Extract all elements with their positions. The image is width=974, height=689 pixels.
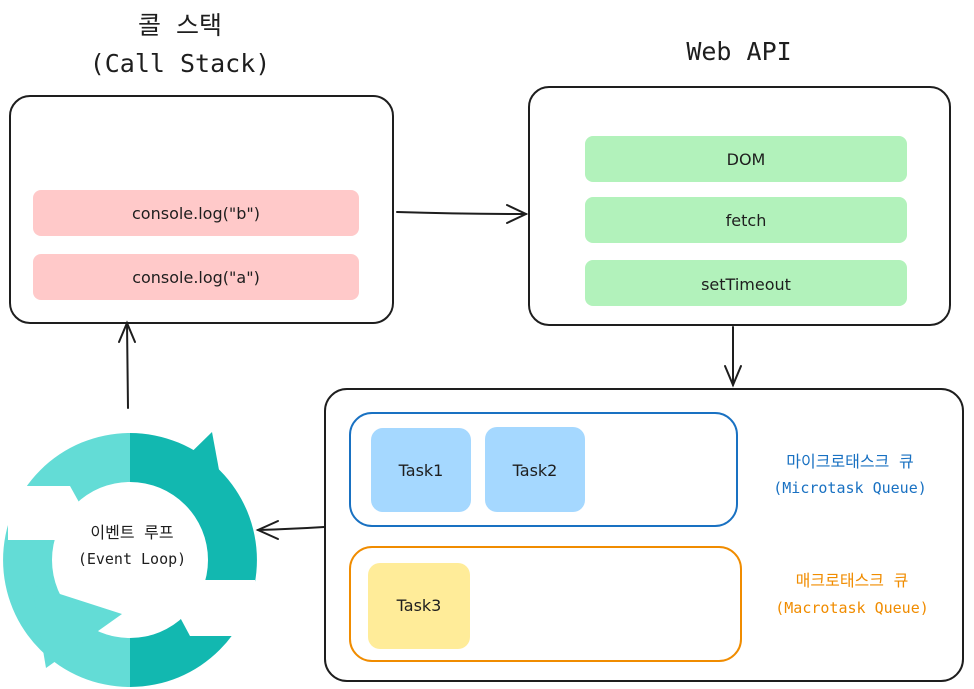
event-loop-cycle-icon: [3, 432, 257, 687]
arrow-queues-to-eventloop: [255, 520, 325, 540]
microtask-queue-box: [349, 412, 738, 527]
event-loop-label-ko: 이벤트 루프: [90, 523, 173, 542]
web-api-item-settimeout: [585, 260, 907, 306]
arrow-callstack-to-webapi: [396, 204, 529, 224]
macrotask-item-task3-label: Task3: [396, 596, 442, 615]
macrotask-item-task3: [368, 563, 470, 649]
microtask-queue-label-ko: 마이크로태스크 큐: [786, 452, 913, 471]
arrow-webapi-to-queues: [724, 326, 742, 388]
event-loop-label-en: (Event Loop): [78, 550, 186, 568]
microtask-item-task1: [371, 428, 471, 512]
call-stack-item-a: [33, 254, 359, 300]
microtask-item-task2: [485, 427, 585, 512]
arrow-eventloop-to-callstack: [118, 320, 136, 409]
task-queues-box: [324, 388, 964, 682]
call-stack-item-b-label: console.log("b"): [132, 204, 260, 223]
call-stack-title-en: (Call Stack): [90, 49, 271, 78]
call-stack-item-a-label: console.log("a"): [132, 268, 260, 287]
web-api-item-dom: [585, 136, 907, 182]
microtask-queue-label-en: (Microtask Queue): [773, 479, 927, 497]
macrotask-queue-label-ko: 매크로태스크 큐: [796, 571, 909, 590]
web-api-item-dom-label: DOM: [727, 150, 766, 169]
microtask-item-task2-label: Task2: [512, 461, 558, 480]
web-api-item-fetch-label: fetch: [726, 211, 767, 230]
call-stack-title-ko: 콜 스택: [138, 11, 222, 40]
call-stack-item-b: [33, 190, 359, 236]
web-api-item-fetch: [585, 197, 907, 243]
macrotask-queue-label-en: (Macrotask Queue): [775, 599, 929, 617]
microtask-item-task1-label: Task1: [398, 461, 444, 480]
macrotask-queue-box: [349, 546, 742, 662]
web-api-title: Web API: [686, 37, 791, 66]
web-api-item-settimeout-label: setTimeout: [701, 275, 791, 294]
